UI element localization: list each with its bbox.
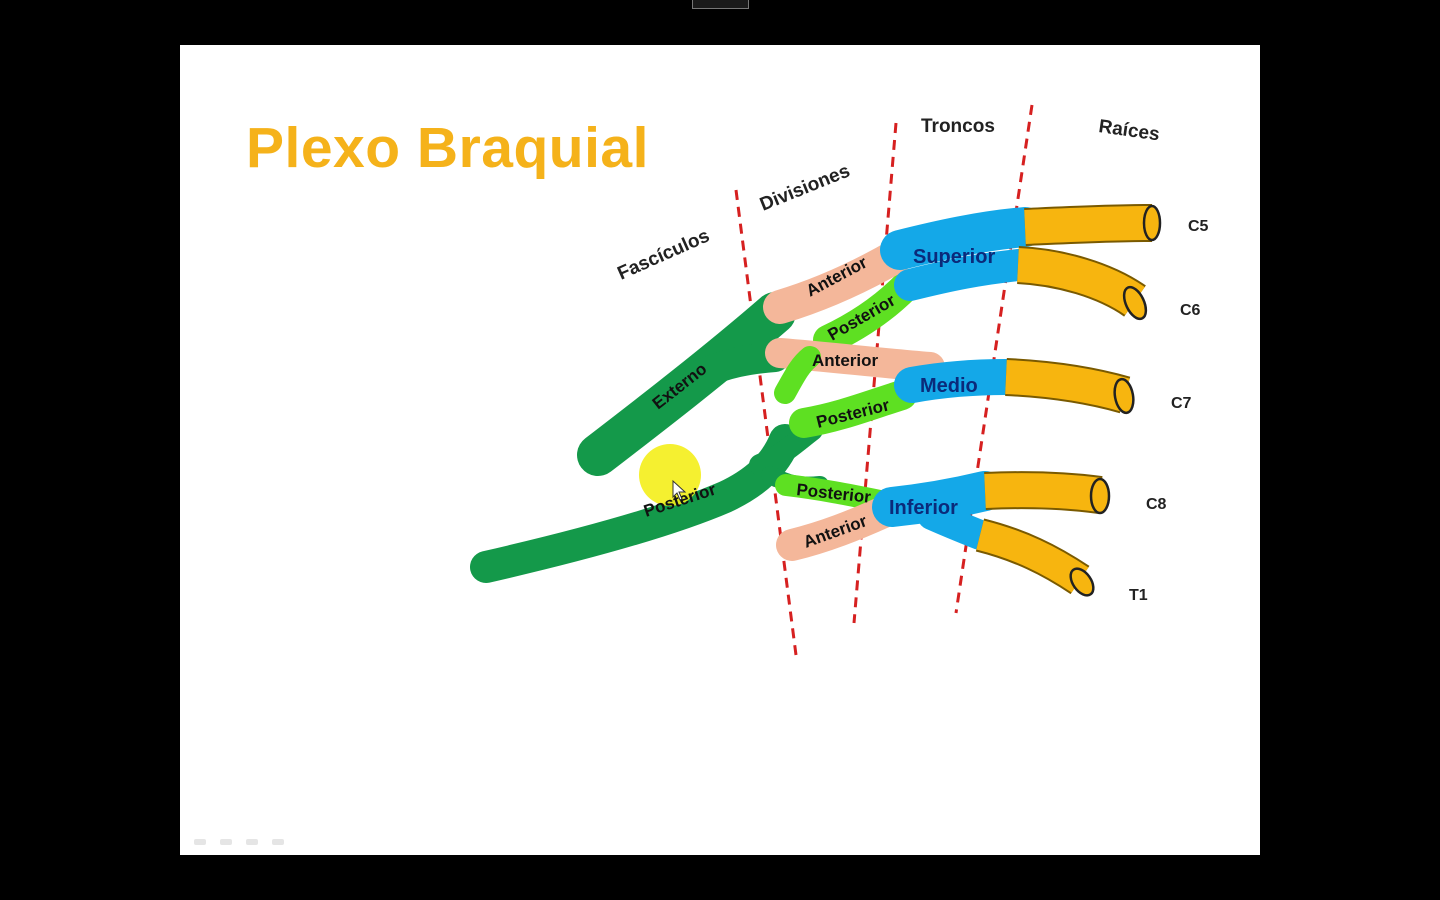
zoom-icon[interactable] bbox=[272, 839, 284, 845]
column-label-troncos: Troncos bbox=[921, 116, 995, 137]
root-c5-end bbox=[1142, 204, 1162, 242]
window-drag-handle[interactable] bbox=[692, 0, 749, 9]
root-label-c7: C7 bbox=[1171, 395, 1192, 412]
root-label-c8: C8 bbox=[1146, 496, 1167, 513]
column-label-fasciculos: Fascículos bbox=[614, 225, 712, 284]
root-label-c6: C6 bbox=[1180, 302, 1201, 319]
slide-title: Plexo Braquial bbox=[246, 116, 649, 180]
cord-externo-branch bbox=[685, 342, 790, 390]
division-medio-posterior-link bbox=[774, 346, 821, 404]
root-t1 bbox=[976, 520, 1089, 593]
trunk-label-inferior: Inferior bbox=[889, 497, 958, 519]
slide-player-controls[interactable] bbox=[194, 839, 284, 845]
root-c5 bbox=[1024, 206, 1153, 244]
root-label-t1: T1 bbox=[1129, 587, 1148, 604]
cursor-highlight bbox=[639, 444, 701, 506]
trunk-medio bbox=[894, 359, 1024, 403]
trunk-superior-lower bbox=[894, 249, 1034, 301]
division-medio-posterior bbox=[789, 380, 917, 438]
root-c7 bbox=[1005, 360, 1130, 412]
root-c8 bbox=[984, 473, 1103, 512]
division-label-medio-anterior: Anterior bbox=[812, 351, 879, 370]
division-label-inferior-posterior: Posterior bbox=[796, 480, 873, 507]
mouse-pointer-icon bbox=[672, 479, 687, 501]
root-c7-end bbox=[1113, 377, 1135, 415]
presentation-slide: Plexo Braquial bbox=[180, 45, 1260, 855]
separator-divisions-cords bbox=[734, 189, 798, 656]
root-c8-end bbox=[1089, 477, 1111, 515]
trunk-superior bbox=[880, 207, 1045, 270]
root-c6-end bbox=[1122, 285, 1148, 321]
root-t1-end bbox=[1069, 567, 1095, 597]
cord-posterior bbox=[470, 424, 801, 583]
trunk-label-medio: Medio bbox=[920, 375, 978, 397]
trunk-inferior bbox=[872, 471, 1005, 527]
trunk-label-superior: Superior bbox=[913, 246, 995, 268]
brachial-plexus-diagram: Raíces Troncos Divisiones Fascículos C5 … bbox=[470, 104, 1209, 656]
cord-externo bbox=[577, 292, 796, 476]
pen-tool-icon[interactable] bbox=[220, 839, 232, 845]
trunk-inferior-lower bbox=[917, 500, 995, 550]
column-label-raices: Raíces bbox=[1097, 116, 1161, 145]
division-inferior-posterior bbox=[775, 474, 891, 512]
root-label-c5: C5 bbox=[1188, 218, 1209, 235]
slides-menu-icon[interactable] bbox=[246, 839, 258, 845]
previous-slide-icon[interactable] bbox=[194, 839, 206, 845]
column-label-divisiones: Divisiones bbox=[757, 161, 853, 216]
